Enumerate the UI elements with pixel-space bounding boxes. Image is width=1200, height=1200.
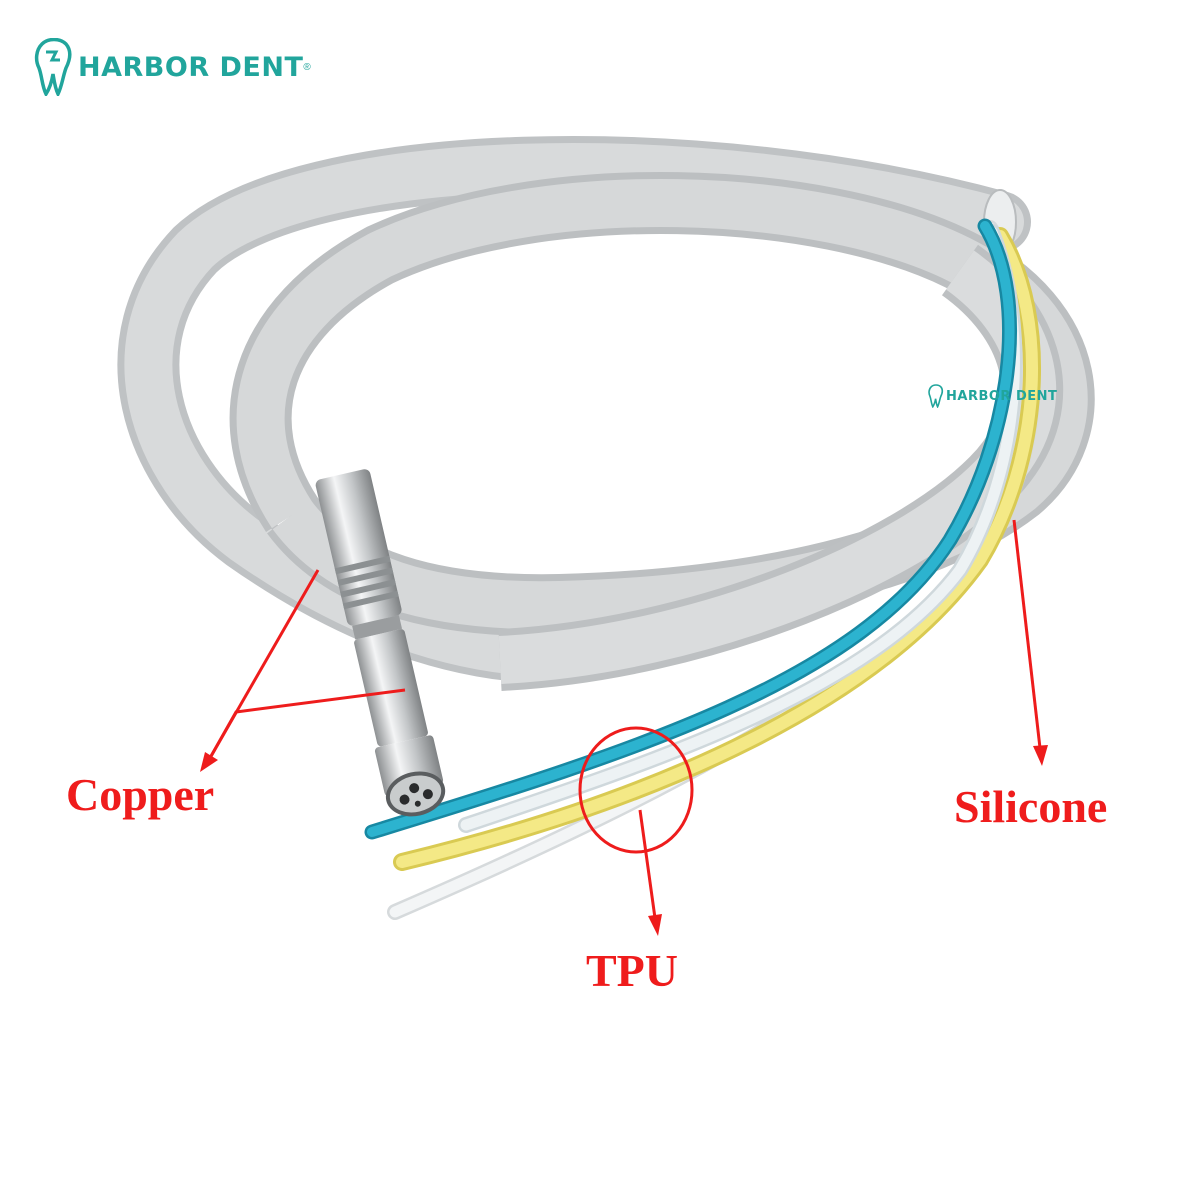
- tpu-tubes: [364, 218, 1041, 920]
- tpu-highlight-circle: [578, 726, 694, 854]
- silicone-label: Silicone: [954, 781, 1108, 832]
- watermark-logo: HARBOR DENT: [928, 384, 1057, 408]
- brand-name: HARBOR DENT: [78, 51, 304, 83]
- registered-mark: ®: [303, 61, 311, 73]
- silicone-arrow: [1012, 519, 1042, 749]
- silicone-hose: [117, 136, 1095, 691]
- tooth-icon: [34, 38, 72, 96]
- tooth-icon-small: [928, 384, 944, 408]
- brand-logo: HARBOR DENT ®: [34, 38, 311, 96]
- watermark-name: HARBOR DENT: [946, 388, 1058, 404]
- copper-arrow-b: [208, 688, 406, 759]
- tpu-label: TPU: [586, 945, 678, 996]
- copper-label: Copper: [66, 769, 215, 820]
- copper-connector: [315, 469, 446, 817]
- tpu-arrow: [638, 809, 657, 919]
- annotation-arrows: [200, 519, 1048, 936]
